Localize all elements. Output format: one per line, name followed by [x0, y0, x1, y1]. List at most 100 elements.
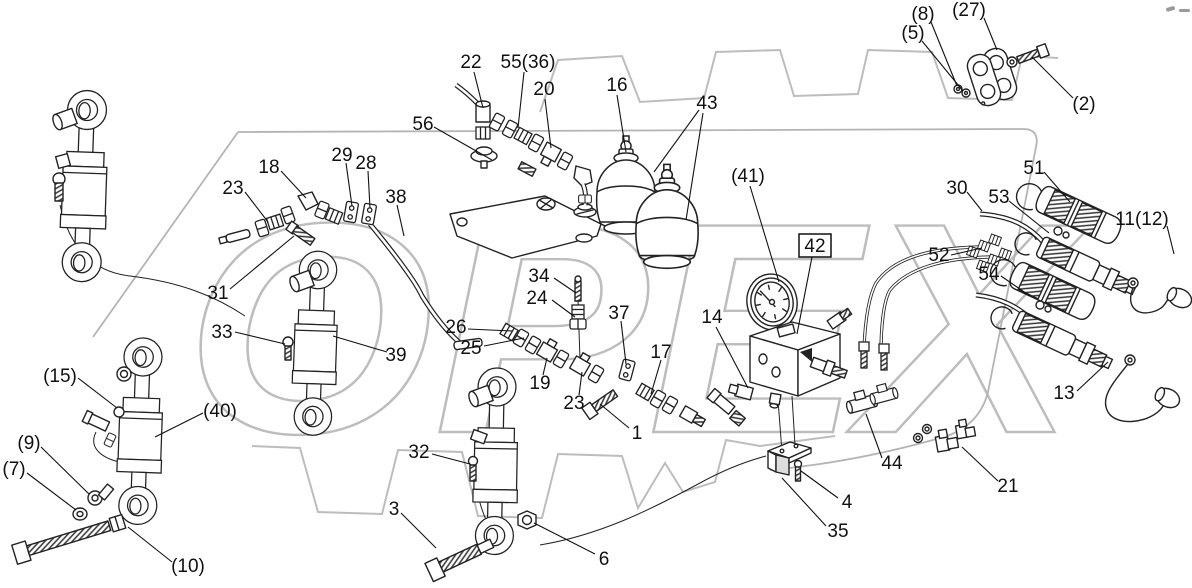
- part-label: 39: [385, 345, 406, 366]
- part-label: 55(36): [501, 52, 556, 73]
- part-label: 6: [599, 549, 610, 570]
- leader-line: [685, 112, 704, 221]
- part-label: 19: [529, 373, 550, 394]
- valve-block-assembly: [706, 273, 900, 427]
- leader-line: [551, 299, 576, 318]
- leader-line: [244, 191, 269, 223]
- part-label: 24: [526, 288, 548, 309]
- part-label: 1: [632, 423, 643, 444]
- mounting-bracket-4: [767, 441, 812, 482]
- part-label: 52: [928, 245, 949, 266]
- screw-32: [467, 455, 479, 482]
- leader-line: [1000, 275, 1031, 297]
- leader-line: [983, 17, 998, 51]
- leader-line: [473, 71, 484, 109]
- fitting-chain-middle: [453, 275, 707, 428]
- tee-23: [568, 352, 592, 377]
- leader-line: [653, 109, 700, 173]
- leader-line: [650, 359, 662, 395]
- leader-line: [921, 40, 964, 92]
- leader-line: [431, 453, 471, 465]
- washer-2: [1006, 56, 1018, 68]
- part-label: 56: [412, 114, 433, 135]
- part-label: 21: [997, 476, 1018, 497]
- bleed-screw-33: [282, 336, 294, 361]
- part-label: 28: [355, 153, 376, 174]
- leader-line: [715, 326, 749, 389]
- leader-line: [930, 21, 958, 87]
- part-label: 43: [696, 93, 717, 114]
- leader-line: [966, 191, 983, 212]
- part-label: 32: [408, 442, 429, 463]
- leader-line: [620, 320, 627, 365]
- leader-line: [517, 71, 525, 129]
- leader-line: [781, 477, 827, 527]
- part-label: 25: [460, 338, 481, 359]
- quick-couplers: [985, 174, 1192, 423]
- leader-line: [154, 412, 204, 438]
- part-label: (41): [731, 166, 765, 187]
- clamp-screws: [953, 84, 971, 98]
- watermark-gear-teeth-bottom: [251, 435, 836, 520]
- cylinder-bottom-middle: [424, 367, 537, 583]
- leader-line: [800, 470, 839, 499]
- part-label: 14: [701, 307, 723, 328]
- bolt-10: [11, 513, 127, 565]
- part-label: (15): [43, 366, 77, 387]
- leader-line: [345, 162, 353, 207]
- leader-line: [234, 331, 286, 345]
- part-label: 18: [258, 157, 279, 178]
- cylinder-40: [11, 336, 167, 565]
- leader-line: [1043, 171, 1071, 203]
- part-label: 34: [528, 266, 550, 287]
- leader-line: [749, 185, 780, 283]
- leader-line: [280, 170, 307, 199]
- cylinder-39: [282, 249, 342, 437]
- leader-line: [544, 98, 552, 149]
- leader-line: [578, 371, 583, 396]
- leader-line: [400, 512, 437, 549]
- leader-line: [553, 277, 577, 294]
- cylinder-top-left: [52, 89, 111, 284]
- part-label: 22: [460, 52, 481, 73]
- part-label: 26: [445, 317, 466, 338]
- leader-line: [77, 377, 118, 409]
- nut-6: [517, 510, 537, 530]
- part-label: 33: [211, 322, 232, 343]
- leader-line: [367, 170, 371, 209]
- label-box: [798, 233, 832, 258]
- leader-line: [483, 337, 525, 347]
- part-label: 20: [533, 79, 554, 100]
- part-label: 53: [988, 187, 1009, 208]
- leader-line: [229, 235, 295, 290]
- part-label: 17: [650, 342, 671, 363]
- part-label: (5): [901, 23, 924, 44]
- leader-line: [467, 328, 513, 332]
- leader-line: [616, 94, 627, 153]
- part-label: 11(12): [1115, 209, 1169, 230]
- leader-line: [533, 522, 596, 555]
- part-label: 30: [946, 178, 967, 199]
- bolt-3: [424, 538, 495, 583]
- part-label: 31: [207, 283, 228, 304]
- part-label: 44: [881, 453, 903, 474]
- part-label: 54: [978, 264, 1000, 285]
- port-nut-15: [113, 406, 125, 418]
- part-label: 37: [608, 303, 629, 324]
- part-label: (40): [203, 401, 237, 422]
- part-label: 51: [1023, 158, 1044, 179]
- part-label: 29: [331, 145, 352, 166]
- leader-line: [433, 126, 493, 161]
- smudge-artifact: [1166, 6, 1190, 12]
- fitting-chain-left: [218, 191, 378, 246]
- leader-line: [1031, 56, 1074, 99]
- bolt-1: [581, 389, 619, 421]
- part-label: 13: [1053, 383, 1074, 404]
- part-label: (27): [952, 0, 986, 21]
- part-label: 35: [827, 521, 848, 542]
- part-label: 23: [563, 393, 584, 414]
- part-label: 38: [385, 187, 406, 208]
